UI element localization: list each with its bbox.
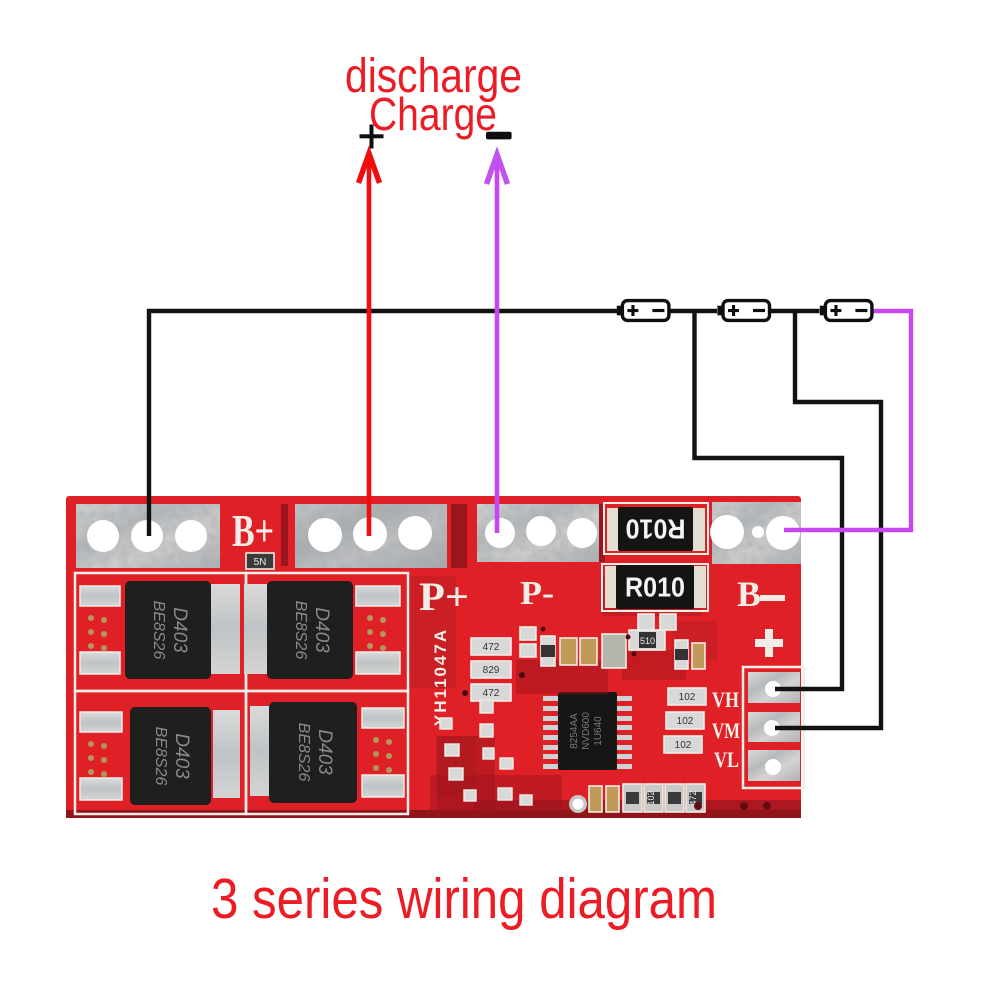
svg-text:510: 510	[640, 636, 655, 646]
svg-text:B+: B+	[232, 505, 274, 556]
svg-text:829: 829	[483, 665, 500, 676]
svg-text:5N: 5N	[254, 557, 267, 568]
svg-text:BE8S26: BE8S26	[295, 723, 312, 782]
svg-text:P+: P+	[419, 574, 469, 619]
svg-text:YH11047A: YH11047A	[431, 628, 450, 726]
svg-text:1U640: 1U640	[593, 716, 604, 746]
svg-text:D403: D403	[171, 733, 192, 779]
svg-text:P-: P-	[520, 575, 554, 612]
svg-text:VH: VH	[712, 687, 739, 712]
svg-text:R010: R010	[626, 514, 686, 545]
svg-text:discharge: discharge	[345, 50, 522, 103]
svg-text:VM: VM	[712, 718, 740, 743]
svg-text:102: 102	[646, 790, 656, 805]
svg-text:NVD600: NVD600	[581, 712, 592, 750]
svg-text:Charge: Charge	[369, 88, 497, 140]
svg-text:472: 472	[483, 642, 500, 653]
svg-text:VL: VL	[714, 747, 739, 772]
svg-text:3 series wiring diagram: 3 series wiring diagram	[211, 867, 717, 931]
svg-text:BE8S26: BE8S26	[292, 601, 309, 660]
svg-text:BE8S26: BE8S26	[150, 601, 167, 660]
svg-text:R010: R010	[625, 572, 685, 603]
svg-text:102: 102	[677, 716, 694, 727]
svg-text:472: 472	[483, 688, 500, 699]
svg-text:8254AA: 8254AA	[569, 713, 580, 749]
svg-text:D403: D403	[169, 607, 190, 653]
svg-text:472: 472	[688, 790, 698, 805]
svg-text:B: B	[737, 574, 761, 614]
svg-text:102: 102	[675, 740, 692, 751]
svg-text:102: 102	[679, 692, 696, 703]
svg-text:BE8S26: BE8S26	[152, 727, 169, 786]
svg-text:D403: D403	[314, 729, 335, 775]
svg-text:D403: D403	[311, 607, 332, 653]
